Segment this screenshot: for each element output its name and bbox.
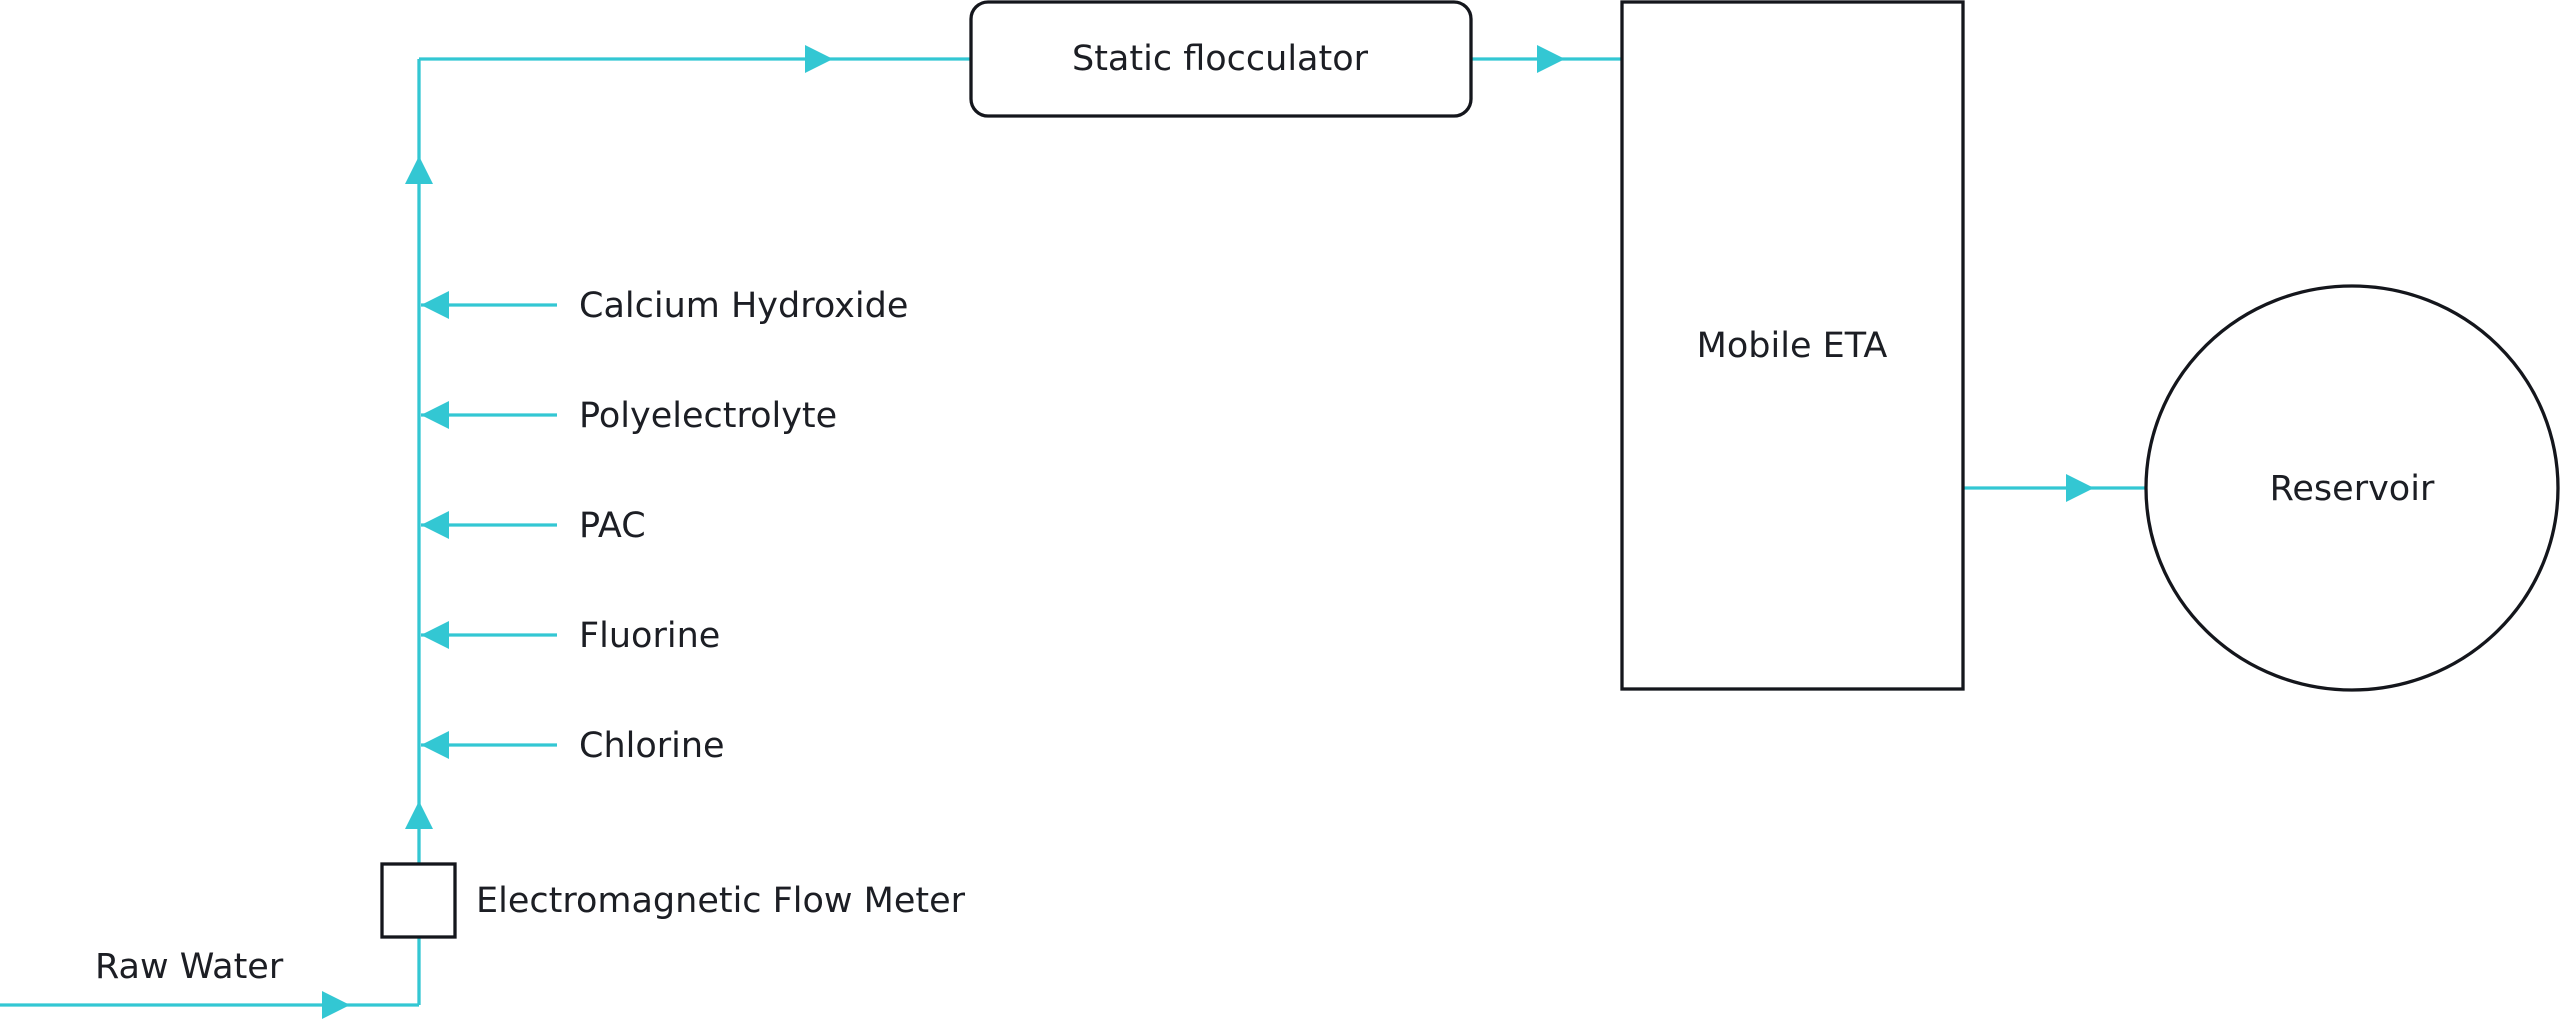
labels: Raw Water Electromagnetic Flow Meter Sta… [95, 39, 2435, 987]
dosing-arrow-chlorine [421, 731, 449, 759]
flow-meter-label: Electromagnetic Flow Meter [476, 881, 966, 921]
equipment [380, 0, 2560, 939]
chemical-label-chlorine: Chlorine [579, 726, 725, 766]
reservoir-circle [2144, 284, 2560, 692]
dosing-arrow-polyelectrolyte [421, 401, 449, 429]
dosing-arrow-fluorine [421, 621, 449, 649]
chemical-label-calcium-hydroxide: Calcium Hydroxide [579, 286, 908, 326]
flow-arrows [322, 45, 2094, 1019]
static-flocculator-label: Static flocculator [1072, 39, 1369, 79]
dosing-arrow-pac [421, 511, 449, 539]
riser-arrow [405, 156, 433, 184]
chemical-label-polyelectrolyte: Polyelectrolyte [579, 396, 837, 436]
top-pipe-arrow [805, 45, 833, 73]
raw-water-label: Raw Water [95, 947, 284, 987]
chemical-label-pac: PAC [579, 506, 646, 546]
raw-water-arrow [322, 991, 350, 1019]
reservoir-label: Reservoir [2270, 469, 2435, 509]
chemical-label-fluorine: Fluorine [579, 616, 720, 656]
reservoir-inlet-arrow [2066, 474, 2094, 502]
flow-meter-box [380, 862, 457, 939]
mobile-eta-box [1620, 0, 1965, 691]
mobile-eta-label: Mobile ETA [1697, 326, 1888, 366]
static-flocculator-box [969, 0, 1473, 118]
flocculator-outlet-arrow [1537, 45, 1565, 73]
dosing-arrow-calcium-hydroxide [421, 291, 449, 319]
dosing-branches [421, 291, 557, 759]
meter-outlet-arrow [405, 801, 433, 829]
